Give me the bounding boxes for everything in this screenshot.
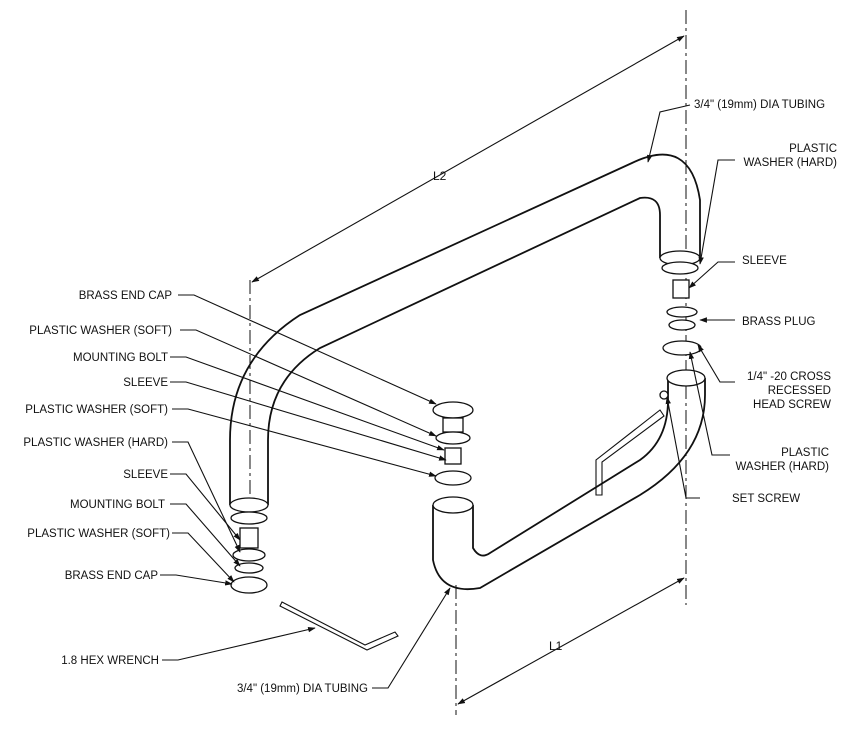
tube-end-left-top bbox=[432, 496, 474, 514]
left-washer-soft-part bbox=[435, 431, 471, 445]
label-left-washer-soft-2: PLASTIC WASHER (SOFT) bbox=[25, 404, 168, 416]
right-washer-hard-top-part bbox=[661, 261, 699, 275]
label-tubing-top: 3/4" (19mm) DIA TUBING bbox=[694, 99, 825, 111]
label-left-washer-soft-3: PLASTIC WASHER (SOFT) bbox=[27, 528, 170, 540]
left-washer-hard-part bbox=[232, 548, 266, 562]
right-washer-hard-bottom-part bbox=[662, 340, 702, 356]
dimension-l1: L1 bbox=[457, 577, 685, 705]
label-left-sleeve-2: SLEEVE bbox=[123, 469, 168, 481]
label-right-washer-hard-top-2: WASHER (HARD) bbox=[744, 157, 838, 169]
dimension-l1-label: L1 bbox=[549, 639, 563, 653]
left-washer-soft-top-part bbox=[230, 511, 268, 525]
left-washer-soft-2-part bbox=[434, 470, 472, 486]
label-left-sleeve-1: SLEEVE bbox=[123, 377, 168, 389]
left-hardware-stack-bottom bbox=[230, 511, 268, 594]
right-brass-plug-ring bbox=[668, 319, 696, 331]
label-left-brass-end-cap-top: BRASS END CAP bbox=[79, 290, 173, 302]
leader-lines bbox=[160, 104, 735, 689]
label-set-screw: SET SCREW bbox=[732, 493, 800, 505]
label-left-washer-soft-1: PLASTIC WASHER (SOFT) bbox=[29, 325, 172, 337]
label-left-mounting-bolt-1: MOUNTING BOLT bbox=[73, 352, 168, 364]
right-sleeve-part bbox=[672, 279, 690, 299]
left-end-cap-part bbox=[230, 576, 268, 594]
labels: 3/4" (19mm) DIA TUBING PLASTIC WASHER (H… bbox=[23, 99, 837, 695]
label-right-washer-hard-bottom-1: PLASTIC bbox=[781, 447, 829, 459]
label-right-washer-hard-top-1: PLASTIC bbox=[789, 143, 837, 155]
label-cross-screw-2: RECESSED bbox=[768, 385, 831, 397]
label-hex-wrench: 1.8 HEX WRENCH bbox=[61, 655, 159, 667]
label-right-washer-hard-bottom-2: WASHER (HARD) bbox=[736, 461, 830, 473]
tubing-handle bbox=[229, 153, 706, 590]
dimension-l2-label: L2 bbox=[433, 169, 447, 183]
label-cross-screw-1: 1/4" -20 CROSS bbox=[747, 371, 831, 383]
left-hardware-stack-top bbox=[432, 401, 474, 486]
label-right-brass-plug: BRASS PLUG bbox=[742, 316, 816, 328]
label-left-brass-end-cap-bottom: BRASS END CAP bbox=[65, 570, 159, 582]
brass-end-cap-part bbox=[432, 401, 474, 419]
hex-wrench-part bbox=[279, 601, 399, 651]
left-sleeve-part bbox=[239, 527, 259, 549]
label-cross-screw-3: HEAD SCREW bbox=[753, 399, 831, 411]
label-left-mounting-bolt-2: MOUNTING BOLT bbox=[70, 499, 165, 511]
right-hardware-stack bbox=[659, 261, 702, 400]
label-tubing-bottom: 3/4" (19mm) DIA TUBING bbox=[237, 683, 368, 695]
tube-end-right-bottom bbox=[666, 369, 706, 387]
tube-end-left-bottom bbox=[229, 497, 269, 513]
brass-end-cap-body bbox=[442, 417, 464, 433]
left-sleeve-top-part bbox=[444, 447, 462, 465]
left-mounting-bolt-part bbox=[234, 562, 264, 574]
dimension-l2: L2 bbox=[251, 35, 685, 283]
label-left-washer-hard: PLASTIC WASHER (HARD) bbox=[23, 437, 168, 449]
label-right-sleeve: SLEEVE bbox=[742, 255, 787, 267]
right-brass-plug-part bbox=[666, 306, 698, 318]
